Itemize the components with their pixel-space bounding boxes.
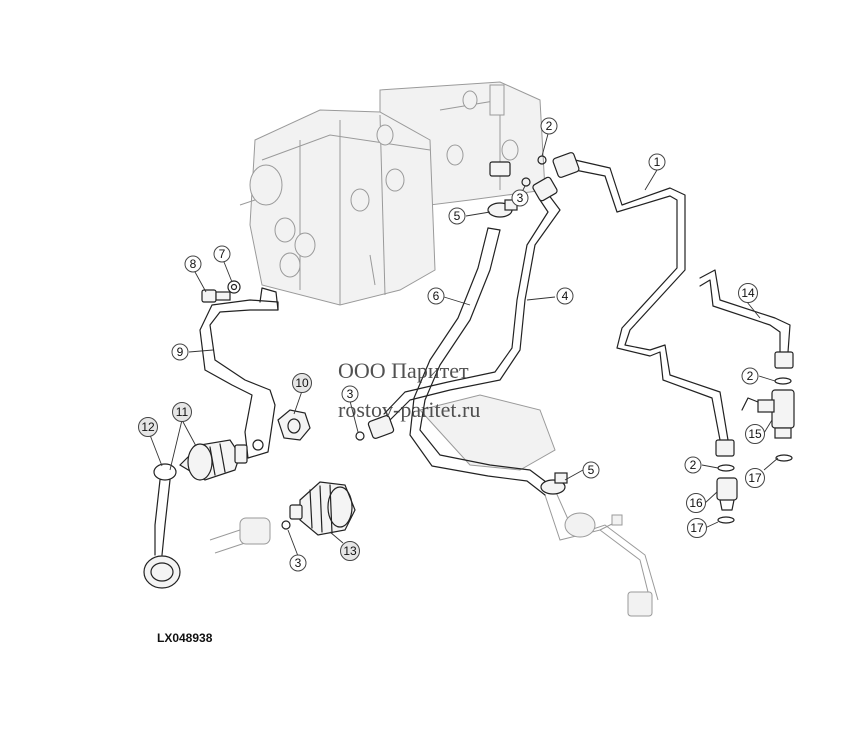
callout-circle <box>556 287 574 305</box>
callout-circle <box>540 117 558 135</box>
callout-circle <box>138 417 158 437</box>
callout-7: 7 <box>213 245 231 263</box>
hose-6 <box>409 227 551 496</box>
callout-label: 14 <box>741 286 755 300</box>
callout-10: 10 <box>292 373 312 393</box>
callout-label: 2 <box>546 119 553 133</box>
callout-circle <box>171 343 189 361</box>
bolt-8 <box>201 289 231 303</box>
steel-line-14 <box>699 269 794 369</box>
callout-circle <box>340 541 360 561</box>
watermark-line2: rostov-paritet.ru <box>338 397 480 422</box>
callout-2: 2 <box>684 456 702 474</box>
callout-5: 5 <box>448 207 466 225</box>
callout-label: 17 <box>690 521 704 535</box>
callout-3: 3 <box>511 189 529 207</box>
callout-17: 17 <box>745 468 765 488</box>
callout-15: 15 <box>745 424 765 444</box>
clamp-5-upper <box>487 199 518 218</box>
steel-line-1 <box>552 152 735 457</box>
watermark-line1: ООО Паритет <box>338 358 469 383</box>
clamp-5-lower <box>540 472 568 495</box>
callout-label: 3 <box>295 556 302 570</box>
callout-circle <box>745 468 765 488</box>
callout-14: 14 <box>738 283 758 303</box>
ghost-coupler-hose <box>209 517 271 554</box>
lower-ghost-assembly <box>419 394 659 617</box>
callout-label: 13 <box>343 544 357 558</box>
callout-label: 15 <box>748 427 762 441</box>
callout-circle <box>684 456 702 474</box>
coupler-11 <box>179 439 248 481</box>
callout-label: 11 <box>176 405 189 419</box>
callout-2: 2 <box>540 117 558 135</box>
o-ring-3-lower <box>281 520 291 530</box>
callout-label: 10 <box>295 376 309 390</box>
callout-circle <box>341 385 359 403</box>
callout-label: 5 <box>588 463 595 477</box>
leader-lines <box>149 133 779 557</box>
callout-5: 5 <box>582 461 600 479</box>
callout-circle <box>184 255 202 273</box>
callout-label: 5 <box>454 209 461 223</box>
callout-circle <box>738 283 758 303</box>
dust-cap-12 <box>143 463 181 589</box>
callout-1: 1 <box>648 153 666 171</box>
callout-label: 9 <box>177 345 184 359</box>
bracket-9 <box>199 287 279 459</box>
callout-circle <box>292 373 312 393</box>
callout-8: 8 <box>184 255 202 273</box>
callout-4: 4 <box>556 287 574 305</box>
callout-2: 2 <box>741 367 759 385</box>
callout-circle <box>686 493 706 513</box>
callout-circle <box>172 402 192 422</box>
callout-label: 16 <box>689 496 703 510</box>
callout-17: 17 <box>687 518 707 538</box>
callout-circle <box>289 554 307 572</box>
coupler-13 <box>289 481 356 536</box>
callout-circle <box>582 461 600 479</box>
callout-12: 12 <box>138 417 158 437</box>
callout-circle <box>741 367 759 385</box>
callout-3: 3 <box>289 554 307 572</box>
callout-label: 7 <box>219 247 226 261</box>
o-ring-3-mid <box>355 431 365 441</box>
callout-11: 11 <box>172 402 192 422</box>
tee-fitting-15 <box>741 389 795 439</box>
callout-9: 9 <box>171 343 189 361</box>
callout-circle <box>648 153 666 171</box>
callout-circle <box>687 518 707 538</box>
callout-label: 17 <box>748 471 762 485</box>
callout-label: 2 <box>690 458 697 472</box>
callout-3: 3 <box>341 385 359 403</box>
adapter-16 <box>716 477 738 511</box>
callout-circle <box>511 189 529 207</box>
callout-label: 1 <box>654 155 661 169</box>
callout-label: 6 <box>433 289 440 303</box>
callout-circle <box>448 207 466 225</box>
callout-circle <box>213 245 231 263</box>
callout-circle <box>745 424 765 444</box>
callout-label: 3 <box>347 387 354 401</box>
callout-13: 13 <box>340 541 360 561</box>
washer-7 <box>227 280 241 294</box>
control-valve-block <box>239 81 546 306</box>
callout-label: 12 <box>141 420 155 434</box>
callout-circle <box>427 287 445 305</box>
callout-label: 8 <box>190 257 197 271</box>
figure-code: LX048938 <box>157 631 213 645</box>
nut-10 <box>277 409 311 441</box>
callout-6: 6 <box>427 287 445 305</box>
callout-label: 4 <box>562 289 569 303</box>
callout-16: 16 <box>686 493 706 513</box>
callout-label: 3 <box>517 191 524 205</box>
hose-4 <box>367 176 561 439</box>
callout-label: 2 <box>747 369 754 383</box>
